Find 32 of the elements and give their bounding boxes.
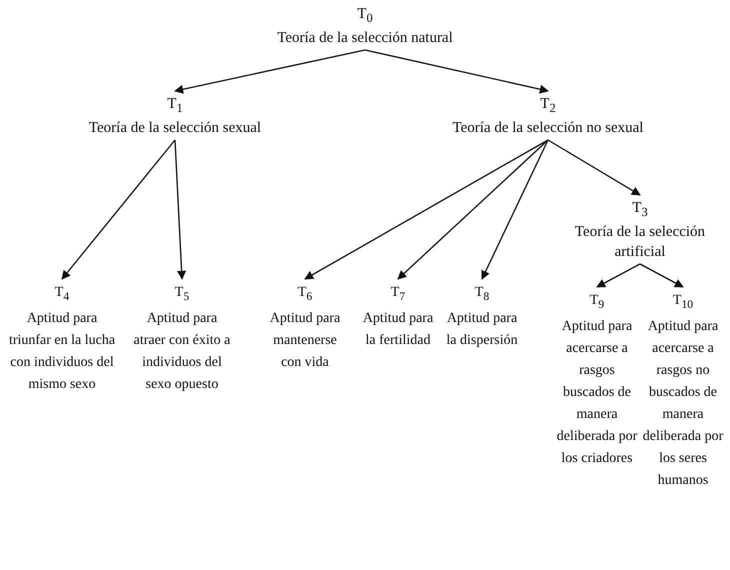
node-label: Aptitud para acercarse a rasgos no buscados de manera deliberada por los seres humanos xyxy=(642,318,724,490)
node-index: T$_{7}$ xyxy=(390,284,406,305)
node-label: Teoría de la selección sexual xyxy=(88,119,262,138)
node-label: Aptitud para la dispersión xyxy=(445,310,519,350)
arrow xyxy=(61,140,176,280)
node-label: Aptitud para acercarse a rasgos buscados de manera deliberada por los criadores xyxy=(556,318,638,468)
node-label: Teoría de la selección natural xyxy=(277,29,453,48)
node-index: T$_{4}$ xyxy=(54,284,70,305)
node-label: Aptitud para atraer con éxito a individuos del sexo opuesto xyxy=(132,310,232,394)
node-index: T$_{3}$ xyxy=(632,199,648,221)
node-index: T$_{10}$ xyxy=(672,292,694,313)
arrow xyxy=(596,263,640,288)
arrow xyxy=(304,139,548,280)
node-index: T$_{1}$ xyxy=(167,95,183,117)
arrow xyxy=(174,140,186,280)
arrow xyxy=(174,49,366,94)
arrow xyxy=(640,263,684,288)
node-index: T$_{5}$ xyxy=(174,284,190,305)
node-label: Aptitud para triunfar en la lucha con individuos del mismo sexo xyxy=(8,310,116,394)
node-index: T$_{6}$ xyxy=(298,284,312,305)
node-index: T$_{8}$ xyxy=(474,284,490,305)
arrow xyxy=(548,139,641,196)
node-index: T$_{2}$ xyxy=(540,95,556,117)
arrow xyxy=(364,49,549,94)
node-index: T$_{9}$ xyxy=(590,292,604,313)
node-label: Teoría de la selección artificial xyxy=(574,223,706,262)
node-label: Aptitud para mantenerse con vida xyxy=(268,310,342,372)
node-label: Teoría de la selección no sexual xyxy=(452,119,644,138)
node-index: T$_{0}$ xyxy=(357,5,373,27)
node-label: Aptitud para la fertilidad xyxy=(362,310,434,350)
arrow xyxy=(481,140,549,280)
arrow xyxy=(397,140,548,280)
